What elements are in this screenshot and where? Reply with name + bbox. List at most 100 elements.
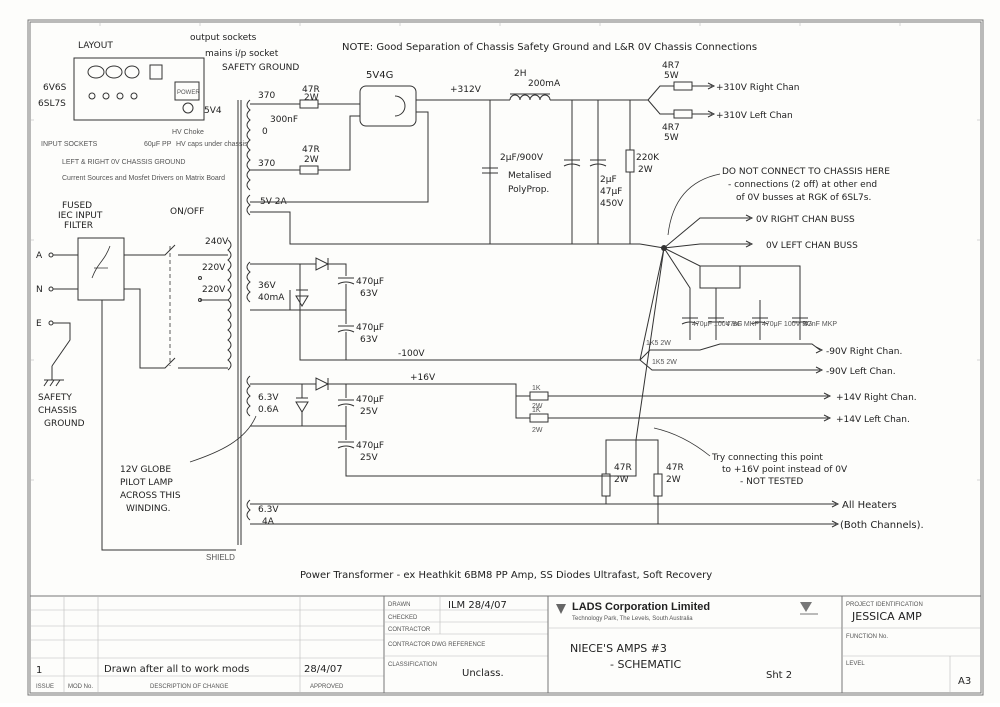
- terminal-e: E: [36, 319, 42, 329]
- diode-icon: [315, 257, 330, 271]
- try-note-1: Try connecting this point: [711, 453, 823, 463]
- power-transformer: [227, 99, 251, 545]
- input-sockets-label: INPUT SOCKETS: [41, 141, 98, 148]
- sec-63v-value: 6.3V: [258, 393, 279, 403]
- snubber-cap-label: 300nF: [270, 115, 298, 125]
- terminal-dot: [48, 320, 54, 326]
- current-sources-label: Current Sources and Mosfet Drivers on Ma…: [62, 175, 225, 182]
- out-pos-right: +14V Right Chan.: [836, 393, 917, 403]
- top-note: NOTE: Good Separation of Chassis Safety …: [342, 42, 757, 53]
- title-block: [30, 595, 981, 693]
- classification-value: Unclass.: [462, 668, 504, 679]
- chassis-ground-icon: [43, 366, 64, 387]
- bus-wire-right: [663, 217, 750, 249]
- terminal-a: A: [36, 251, 43, 261]
- wire: [250, 263, 640, 361]
- ground-label: GROUND: [44, 419, 85, 429]
- cap-2uf-value: 2μF/900V: [500, 153, 544, 163]
- wire: [328, 263, 347, 276]
- contractor-ref-label: CONTRACTOR DWG REFERENCE: [388, 642, 485, 648]
- arrow-icon: [831, 520, 840, 528]
- wire: [635, 247, 665, 441]
- bus-right-label: 0V RIGHT CHAN BUSS: [756, 215, 855, 225]
- layout-label: LAYOUT: [78, 41, 113, 51]
- wire: [636, 439, 659, 474]
- cap-bank-4: 47nF MKP: [804, 321, 837, 328]
- tube-5v4-label: 5V4: [204, 106, 222, 116]
- safety-ground-label: SAFETY GROUND: [222, 63, 299, 73]
- hv-tap-0: 0: [262, 127, 268, 137]
- left-right-ground-label: LEFT & RIGHT 0V CHASSIS GROUND: [62, 159, 185, 166]
- heater-current: 4A: [262, 517, 275, 527]
- output-tube-icon: [124, 65, 140, 79]
- cap-47uf-v: 450V: [600, 199, 624, 209]
- rectifier-label: 5V4G: [366, 70, 393, 81]
- output-tube-icon: [87, 65, 105, 79]
- wire: [639, 247, 665, 361]
- cap-47uf-b: 47μF: [600, 187, 622, 197]
- resistor-1k-left: [529, 413, 549, 423]
- choke-icon: [149, 64, 163, 80]
- cap-bank: [681, 266, 808, 340]
- switch-wire: [124, 244, 176, 256]
- res-1k5-left: 1K5 2W: [652, 359, 677, 366]
- terminal-dot: [48, 252, 54, 258]
- diode-icon: [295, 401, 309, 413]
- res-1k5-right: 1K5 2W: [646, 340, 671, 347]
- res-220k-watt: 2W: [638, 165, 653, 175]
- hv-tap-370-b: 370: [258, 159, 275, 169]
- cap-470-63v-b-volt: 63V: [360, 335, 378, 345]
- tap-240v: 240V: [205, 237, 229, 247]
- out-neg-left: -90V Left Chan.: [826, 367, 896, 377]
- issue-label: ISSUE: [36, 684, 54, 690]
- checked-label: CHECKED: [388, 615, 418, 621]
- on-off-label: ON/OFF: [170, 207, 204, 217]
- res-4r7-left-watt: 5W: [664, 133, 679, 143]
- hv-out-right-label: +310V Right Chan: [716, 83, 800, 93]
- grid-ticks: [28, 20, 983, 481]
- res-1k-a-watt: 2W: [532, 403, 543, 410]
- company-sub: Technology Park, The Levels, South Austr…: [572, 616, 693, 622]
- sec-36v-value: 36V: [258, 281, 276, 291]
- choke-inductance: 2H: [514, 69, 527, 79]
- shield-wire: [101, 300, 236, 551]
- arrow-icon: [707, 110, 716, 118]
- project-value: JESSICA AMP: [851, 610, 922, 623]
- hv-tap-370: 370: [258, 91, 275, 101]
- wire: [663, 247, 691, 300]
- wire: [51, 322, 71, 367]
- terminal-dot: [48, 286, 54, 292]
- res-4r7-right-watt: 5W: [664, 71, 679, 81]
- cap-470-25v-b-volt: 25V: [360, 453, 378, 463]
- res-1k-b: 1K: [532, 407, 541, 414]
- hv-caps-label: HV caps under chassis: [176, 141, 248, 148]
- bus-wire-left: [663, 243, 750, 249]
- mains-socket-label: mains i/p socket: [205, 49, 279, 59]
- cap-plate: [589, 163, 607, 167]
- rectifier-tube-icon: [359, 85, 417, 127]
- company-name: LADS Corporation Limited: [572, 601, 710, 613]
- power-label: POWER: [177, 90, 200, 96]
- hv-node-label: +312V: [450, 85, 482, 95]
- wire: [647, 85, 674, 101]
- res-47r-b-value: 47R: [302, 145, 320, 155]
- res-220k-value: 220K: [636, 153, 660, 163]
- iec-input-label: IEC INPUT: [58, 211, 103, 221]
- tube-6v6-label: 6V6S: [43, 83, 67, 93]
- project-label: PROJECT IDENTIFICATION: [846, 602, 923, 608]
- res-47r-d-watt: 2W: [666, 475, 681, 485]
- arrow-icon: [745, 214, 754, 222]
- rectifier-anode-icon: [394, 95, 406, 117]
- tap-dot: [198, 276, 202, 280]
- description-label: DESCRIPTION OF CHANGE: [150, 684, 228, 690]
- pointer-line: [189, 415, 257, 463]
- out-pos-left: +14V Left Chan.: [836, 415, 910, 425]
- heaters-sub: (Both Channels).: [840, 520, 924, 531]
- res-1k-a: 1K: [532, 385, 541, 392]
- out-neg-right: -90V Right Chan.: [826, 347, 902, 357]
- chassis-outline: [73, 57, 205, 121]
- resistor-1k-right: [529, 391, 549, 401]
- output-sockets-label: output sockets: [190, 33, 257, 43]
- arrow-icon: [815, 366, 824, 374]
